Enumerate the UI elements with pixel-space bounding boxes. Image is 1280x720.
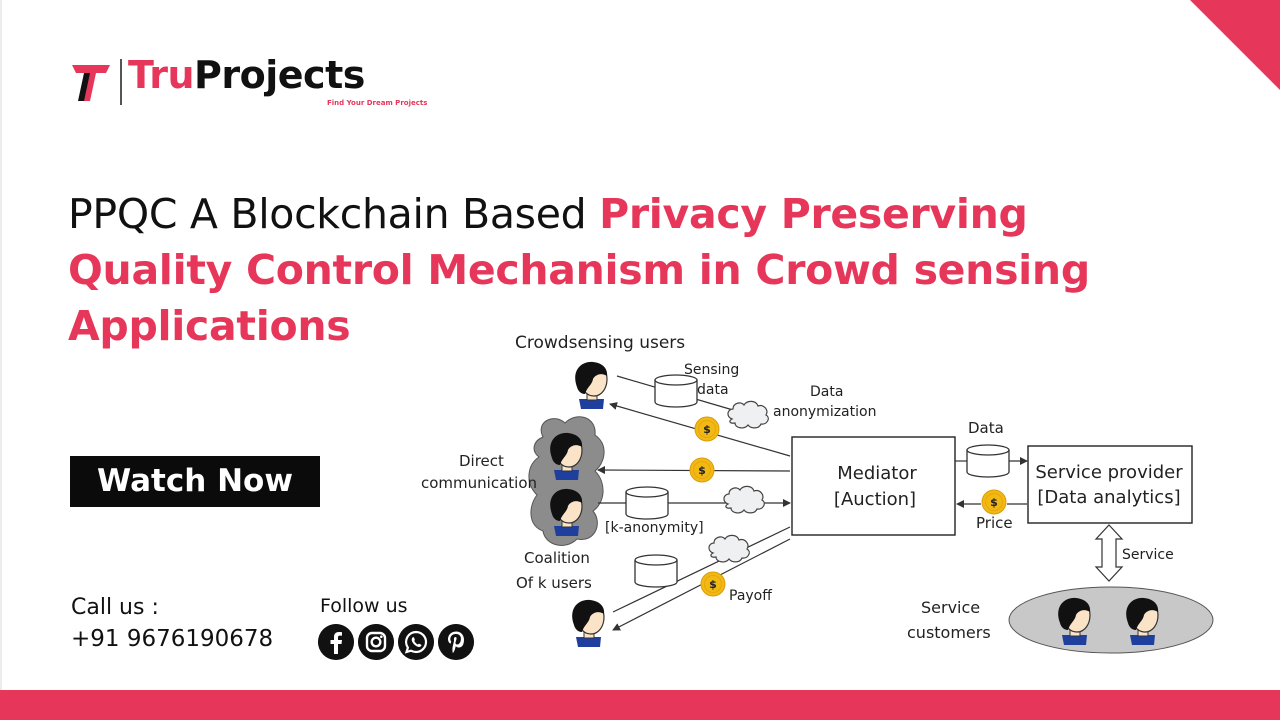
mediator-data-icon (966, 444, 1010, 478)
call-label: Call us : (71, 595, 159, 620)
data-top-label: Data (968, 419, 1004, 437)
pinterest-icon[interactable] (438, 624, 474, 660)
bottom-accent-bar (0, 690, 1280, 720)
anonymization-label: anonymization (773, 404, 876, 420)
title-plain: PPQC A Blockchain Based (68, 190, 600, 238)
payment-coin-icon (700, 571, 726, 597)
coalition-label: Coalition (524, 549, 590, 567)
instagram-icon[interactable] (358, 624, 394, 660)
service-label: Service (1122, 547, 1174, 563)
mediator-box (791, 436, 956, 536)
service-customers-group (1008, 586, 1214, 654)
follow-label: Follow us (320, 595, 408, 617)
direct-label: Direct (459, 452, 504, 470)
facebook-icon[interactable] (318, 624, 354, 660)
data-anon-label: Data (810, 384, 843, 400)
service-provider-label: Service provider (1035, 462, 1183, 483)
brand-name-part1: Tru (128, 53, 195, 97)
auction-label: [Auction] (834, 489, 916, 510)
corner-accent (1190, 0, 1280, 90)
logo-separator (120, 59, 122, 105)
title-accent-2: Quality Control Mechanism in Crowd sensi… (68, 246, 1090, 294)
page-border (0, 0, 2, 690)
k-anonymity-data-icon (625, 486, 669, 520)
coalition-cloud (528, 416, 605, 546)
k-anonymity-label: [k-anonymity] (605, 520, 704, 536)
service-customer-icon (1125, 597, 1159, 646)
communication-label: communication (421, 474, 537, 492)
sensing-label: Sensing (684, 362, 739, 378)
title-accent-3: Applications (68, 302, 351, 350)
title-accent-1: Privacy Preserving (599, 190, 1028, 238)
system-diagram: $ Mediator [Auction] Service provider [D… (421, 333, 1214, 654)
sensing-data-icon (654, 374, 698, 408)
page-title: PPQC A Blockchain Based Privacy Preservi… (68, 186, 1208, 354)
service-provider-box (1027, 445, 1193, 524)
brand-tagline: Find Your Dream Projects (327, 99, 428, 107)
service-double-arrow (1094, 524, 1124, 582)
coalition-user-icon (549, 488, 583, 537)
data-analytics-label: [Data analytics] (1037, 487, 1180, 508)
data-small-label: data (697, 382, 729, 398)
anonymization-cloud-icon (723, 485, 765, 514)
payoff-label: Payoff (729, 588, 772, 604)
logo-mark-icon (72, 65, 110, 101)
whatsapp-icon[interactable] (398, 624, 434, 660)
anonymization-cloud-icon (727, 400, 769, 429)
crowdsensing-user-icon (574, 361, 608, 410)
social-links (318, 624, 478, 662)
coalition-user-icon (549, 432, 583, 481)
anonymization-cloud-icon (708, 534, 750, 563)
payment-coin-icon (694, 416, 720, 442)
coalition-payoff-user-icon (571, 599, 605, 648)
price-coin-icon (981, 489, 1007, 515)
coalition-data-icon (634, 554, 678, 588)
phone-number[interactable]: +91 9676190678 (71, 626, 274, 652)
crowdsensing-users-label: Crowdsensing users (515, 333, 685, 353)
price-label: Price (976, 514, 1013, 532)
service-word-label: Service (921, 598, 980, 617)
watch-now-button[interactable]: Watch Now (70, 456, 320, 507)
customers-label: customers (907, 623, 991, 642)
brand-name-part2: Projects (194, 53, 365, 97)
payment-coin-icon (689, 457, 715, 483)
brand-name: TruProjects (128, 53, 365, 97)
of-k-users-label: Of k users (516, 574, 592, 592)
service-customer-icon (1057, 597, 1091, 646)
mediator-label: Mediator (837, 463, 917, 484)
